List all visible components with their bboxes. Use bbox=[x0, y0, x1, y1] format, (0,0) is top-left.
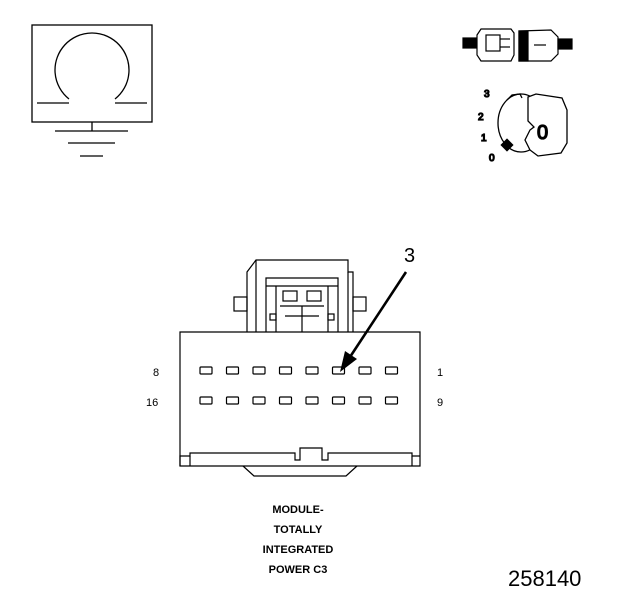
connector-pin bbox=[252, 396, 266, 405]
connector-pin bbox=[225, 396, 240, 405]
connector-pin bbox=[305, 366, 319, 375]
connector-pin bbox=[358, 366, 372, 375]
caption-line: INTEGRATED bbox=[262, 544, 334, 556]
key-position-label: 0 bbox=[537, 122, 548, 144]
pin-label-1: 1 bbox=[437, 367, 443, 379]
callout-arrow bbox=[340, 271, 408, 372]
caption-line: TOTALLY bbox=[273, 524, 323, 536]
key-position-0: 0 bbox=[489, 153, 495, 164]
pin-label-8: 8 bbox=[153, 367, 159, 379]
connector-pin bbox=[199, 396, 213, 405]
key-position-3: 3 bbox=[484, 89, 490, 100]
ground-symbol-icon bbox=[31, 24, 153, 157]
caption-line: MODULE- bbox=[272, 504, 324, 516]
connector-pin bbox=[305, 396, 319, 405]
connector-pin bbox=[384, 366, 399, 375]
connector-pin bbox=[384, 396, 399, 405]
connector-pin bbox=[331, 396, 346, 405]
connector-pin bbox=[225, 366, 240, 375]
key-position-2: 2 bbox=[478, 112, 484, 123]
pin-label-9: 9 bbox=[437, 397, 443, 409]
caption-line: POWER C3 bbox=[268, 564, 328, 576]
connector-pin bbox=[199, 366, 213, 375]
pin-label-16: 16 bbox=[146, 397, 158, 409]
connector-pin bbox=[278, 396, 293, 405]
connector-pin bbox=[278, 366, 293, 375]
connector-pin bbox=[252, 366, 266, 375]
connector-body bbox=[179, 259, 421, 477]
connector-pin bbox=[358, 396, 372, 405]
connector-caption: MODULE- TOTALLY INTEGRATED POWER C3 bbox=[200, 500, 396, 580]
callout-label: 3 bbox=[404, 245, 415, 267]
pin-grid bbox=[199, 366, 399, 405]
figure-number: 258140 bbox=[508, 566, 582, 591]
key-position-1: 1 bbox=[481, 133, 487, 144]
connector-plug-icon bbox=[462, 28, 573, 62]
ignition-key-icon: 0 3 2 1 0 bbox=[477, 88, 568, 165]
